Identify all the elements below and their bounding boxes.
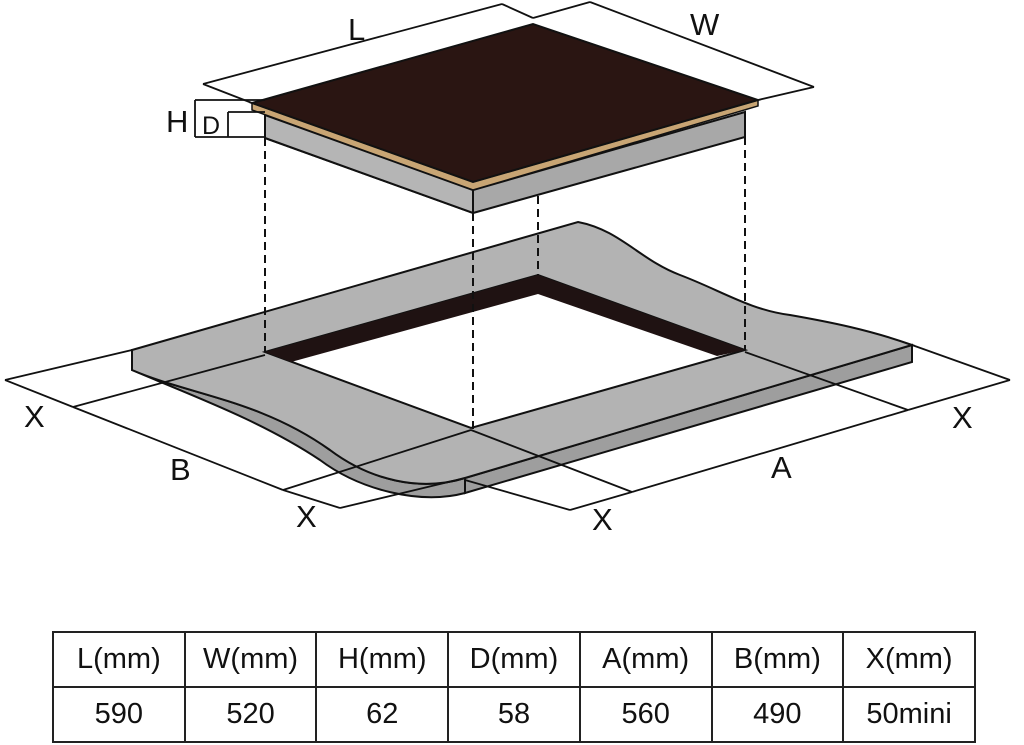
dimension-lines xyxy=(4,1,1011,511)
hob-glass-top xyxy=(248,22,762,191)
table-value-X: 50mini xyxy=(842,686,976,743)
table-value-L: 590 xyxy=(52,686,186,743)
label-X-right: X xyxy=(952,400,973,435)
label-A: A xyxy=(771,450,792,485)
dimension-labels: L W H D X B X X A X xyxy=(24,7,973,537)
table-header-A: A(mm) xyxy=(578,631,713,688)
hob-installation-diagram: L W H D X B X X A X xyxy=(4,1,1011,537)
table-header-row: L(mm) W(mm) H(mm) D(mm) A(mm) B(mm) X(mm… xyxy=(52,631,976,688)
table-value-H: 62 xyxy=(315,686,450,743)
projection-lines xyxy=(264,137,746,430)
table-header-L: L(mm) xyxy=(52,631,186,688)
table-value-W: 520 xyxy=(183,686,318,743)
label-L: L xyxy=(348,12,365,47)
label-X-left: X xyxy=(24,399,45,434)
label-X-bottom-right: X xyxy=(592,502,613,537)
table-value-B: 490 xyxy=(710,686,845,743)
table-header-X: X(mm) xyxy=(842,631,976,688)
cutout-inner-wall-right xyxy=(538,275,745,356)
hob-body xyxy=(264,110,746,215)
table-value-D: 58 xyxy=(447,686,581,743)
label-H: H xyxy=(166,104,188,139)
cutout-inner-wall-back xyxy=(265,275,538,362)
table-values-row: 590 520 62 58 560 490 50mini xyxy=(52,686,976,743)
label-W: W xyxy=(690,7,720,42)
label-B: B xyxy=(170,452,191,487)
table-value-A: 560 xyxy=(578,686,713,743)
table-header-H: H(mm) xyxy=(315,631,450,688)
label-X-bottom-left: X xyxy=(296,499,317,534)
dimensions-table: L(mm) W(mm) H(mm) D(mm) A(mm) B(mm) X(mm… xyxy=(52,631,976,743)
table-header-W: W(mm) xyxy=(183,631,318,688)
table-header-D: D(mm) xyxy=(447,631,581,688)
countertop xyxy=(131,220,916,499)
table-header-B: B(mm) xyxy=(710,631,845,688)
label-D: D xyxy=(202,112,220,140)
